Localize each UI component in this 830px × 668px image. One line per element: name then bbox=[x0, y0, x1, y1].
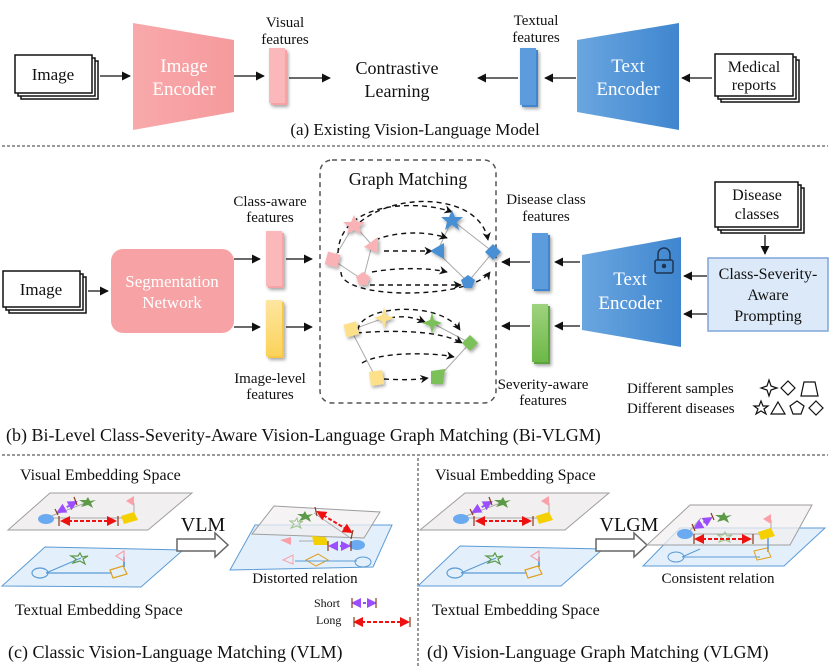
text-encoder-b-line1: Text bbox=[613, 269, 647, 290]
textual-feature-block bbox=[520, 48, 538, 107]
prompting-line2: Aware bbox=[747, 287, 788, 304]
text-encoder-a-line2: Encoder bbox=[596, 79, 660, 100]
medical-reports-stack: Medical reports bbox=[714, 53, 800, 103]
distorted-result bbox=[229, 505, 393, 571]
star-icon bbox=[752, 399, 770, 416]
panel-a: Image Image Encoder Visual features Cont… bbox=[14, 13, 800, 139]
prompting-line3: Prompting bbox=[734, 308, 802, 325]
disease-classes-line2: classes bbox=[735, 206, 779, 223]
consistent-result bbox=[641, 504, 827, 567]
textual-space-label-d: Textual Embedding Space bbox=[432, 602, 600, 619]
segmentation-network-box bbox=[111, 249, 234, 333]
image-stack-a: Image bbox=[14, 54, 99, 100]
diamond-icon bbox=[780, 380, 796, 396]
class-aware-feature-block bbox=[266, 231, 284, 288]
legend-samples-label: Different samples bbox=[627, 381, 734, 397]
textual-features-line1: Textual bbox=[514, 13, 559, 29]
textual-features-line2: features bbox=[512, 30, 560, 46]
contrastive-line1: Contrastive bbox=[356, 58, 439, 78]
visual-space-label-c: Visual Embedding Space bbox=[20, 467, 181, 484]
image-stack-b: Image bbox=[2, 270, 87, 314]
consistent-relation-label: Consistent relation bbox=[662, 571, 775, 587]
image-label-a: Image bbox=[32, 65, 74, 84]
segmentation-line2: Network bbox=[142, 293, 202, 312]
contrastive-line2: Learning bbox=[365, 81, 430, 101]
diamond-outline-icon bbox=[808, 400, 824, 416]
medical-reports-line1: Medical bbox=[728, 59, 781, 76]
disease-class-features-line1: Disease class bbox=[506, 192, 586, 208]
disease-classes-line1: Disease bbox=[732, 187, 782, 204]
textual-graph-d bbox=[446, 549, 543, 579]
visual-feature-block bbox=[269, 48, 287, 105]
distorted-relation-label: Distorted relation bbox=[252, 571, 358, 587]
class-graph bbox=[324, 200, 501, 294]
visual-graph-d bbox=[453, 496, 553, 526]
textual-graph-c bbox=[31, 549, 128, 579]
text-encoder-b-line2: Encoder bbox=[598, 293, 662, 314]
caption-b: (b) Bi-Level Class-Severity-Aware Vision… bbox=[6, 425, 601, 446]
vlgm-arrow: VLGM bbox=[595, 514, 659, 559]
text-encoder-shape-b bbox=[582, 237, 681, 347]
image-level-line1: Image-level bbox=[234, 371, 306, 387]
prompting-box bbox=[707, 257, 829, 332]
image-encoder-shape bbox=[133, 23, 234, 130]
disease-class-features-line2: features bbox=[522, 209, 570, 225]
caption-c: (c) Classic Vision-Language Matching (VL… bbox=[8, 642, 343, 663]
vlgm-label: VLGM bbox=[600, 514, 659, 536]
medical-reports-line2: reports bbox=[732, 77, 776, 94]
visual-features-line2: features bbox=[261, 32, 309, 48]
vlm-label: VLM bbox=[181, 514, 226, 536]
lock-icon bbox=[654, 247, 674, 274]
image-encoder-line1: Image bbox=[160, 56, 207, 77]
short-arrow-c1 bbox=[56, 501, 78, 513]
graph-matching-title: Graph Matching bbox=[349, 169, 467, 189]
panel-b: Image Segmentation Network Class-aware f… bbox=[2, 159, 829, 446]
severity-graph bbox=[343, 307, 478, 386]
panel-d: Visual Embedding Space bbox=[416, 467, 827, 663]
caption-d: (d) Vision-Language Graph Matching (VLGM… bbox=[427, 642, 769, 663]
distance-legend: Short Long bbox=[314, 596, 411, 627]
textual-plane-c bbox=[0, 546, 185, 588]
graph-matching-box bbox=[319, 159, 497, 404]
textual-plane-d bbox=[416, 545, 605, 587]
caption-a: (a) Existing Vision-Language Model bbox=[290, 120, 540, 139]
class-aware-line2: features bbox=[246, 210, 294, 226]
visual-space-label-d: Visual Embedding Space bbox=[435, 467, 596, 484]
trapezoid-icon bbox=[800, 381, 819, 397]
panel-c: Visual Embedding Space bbox=[0, 467, 411, 663]
image-level-line2: features bbox=[246, 387, 294, 403]
visual-plane-d bbox=[418, 492, 611, 531]
class-aware-line1: Class-aware bbox=[233, 194, 307, 210]
image-encoder-line2: Encoder bbox=[152, 79, 216, 100]
disease-classes-stack: Disease classes bbox=[714, 181, 805, 234]
triangle-icon bbox=[769, 400, 787, 415]
shape-legend: Different samples Different diseases bbox=[627, 378, 824, 417]
image-label-b: Image bbox=[20, 280, 62, 299]
visual-features-line1: Visual bbox=[266, 15, 304, 31]
severity-aware-line2: features bbox=[519, 393, 567, 409]
sparkle-icon bbox=[759, 378, 779, 398]
image-level-feature-block bbox=[266, 300, 284, 358]
textual-space-label-c: Textual Embedding Space bbox=[15, 602, 183, 619]
legend-short-label: Short bbox=[314, 596, 341, 610]
prompting-line1: Class-Severity- bbox=[719, 266, 818, 283]
visual-graph-c bbox=[38, 496, 138, 526]
text-encoder-a-line1: Text bbox=[611, 56, 645, 77]
visual-plane-c bbox=[6, 492, 194, 531]
legend-long-label: Long bbox=[316, 613, 341, 627]
disease-class-feature-block bbox=[532, 233, 550, 291]
text-encoder-shape-a bbox=[577, 23, 679, 130]
severity-aware-feature-block bbox=[532, 304, 550, 364]
pentagon-icon bbox=[789, 400, 805, 415]
vlm-arrow: VLM bbox=[176, 514, 230, 559]
legend-diseases-label: Different diseases bbox=[627, 401, 735, 417]
severity-aware-line1: Severity-aware bbox=[498, 377, 589, 393]
segmentation-line1: Segmentation bbox=[125, 272, 219, 291]
